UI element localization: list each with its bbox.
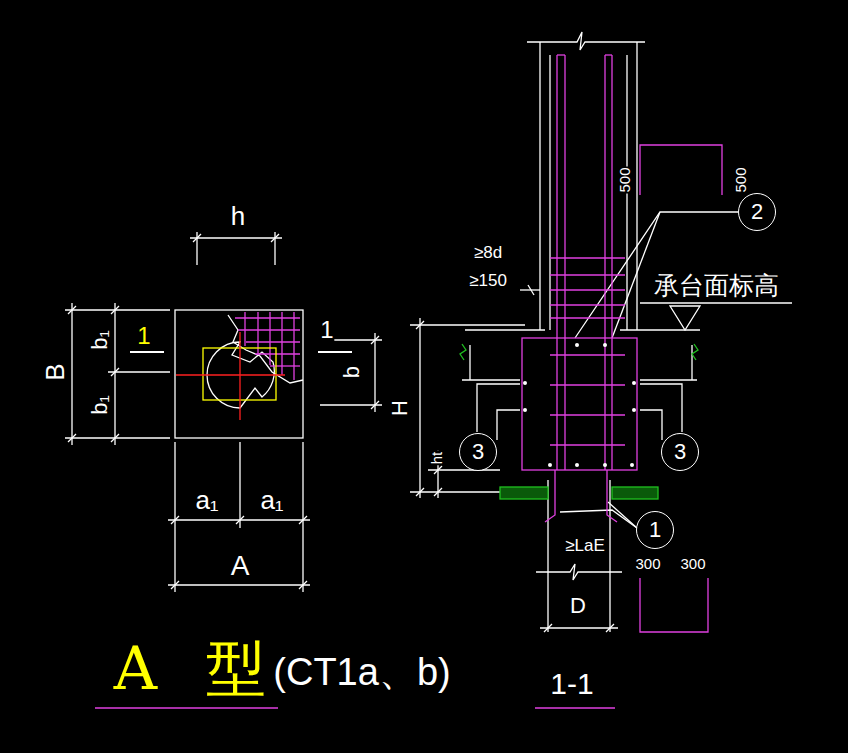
dimension-label: 500 [733,166,748,193]
break-marks [460,344,698,360]
callout-number: 1 [649,519,661,541]
section-rebar [522,55,722,632]
dimension-label: 1-1 [549,669,594,699]
dimension-label: 300 [634,556,661,571]
callout-circle: 1 [636,511,674,549]
section-underline [535,707,615,708]
rebar-dots [523,343,636,467]
dimension-label: b₁ [89,329,111,351]
cushion-pads [500,487,658,499]
callout-circle: 3 [661,433,699,471]
title-underline [95,707,278,708]
callout-number: 2 [751,201,763,223]
dimension-label: h [230,203,246,229]
dimension-label: 500 [617,166,632,193]
dimension-label: 300 [679,556,706,571]
callout-number: 3 [472,441,484,463]
plan-view [65,232,382,592]
dimension-label: b [341,365,363,379]
dimension-label: D [569,595,587,617]
dimension-label: (CT1a、b) [272,653,451,691]
dimension-label: 1 [319,318,334,342]
dimension-label: ≥150 [468,272,508,289]
section-view [410,32,792,632]
dimension-label: a₁ [259,487,284,513]
drawing-title: A 型 [113,638,267,698]
dimension-label: b₁ [89,394,111,416]
callout-circle: 3 [459,433,497,471]
dimension-label: a₁ [194,487,219,513]
plan-rebar-grid [235,312,300,380]
dimension-label: H [389,399,411,417]
dimension-label: ≥LaE [564,537,606,554]
callout-circle: 2 [738,193,776,231]
dimension-label: B [42,362,68,381]
dimension-label: A [230,552,251,580]
dimension-label: 承台面标高 [653,273,780,298]
dimension-label: 1 [136,324,151,348]
dimension-label: ht [429,451,444,466]
callout-number: 3 [674,441,686,463]
dimension-label: ≥8d [473,244,503,261]
axis-lines [176,332,285,420]
